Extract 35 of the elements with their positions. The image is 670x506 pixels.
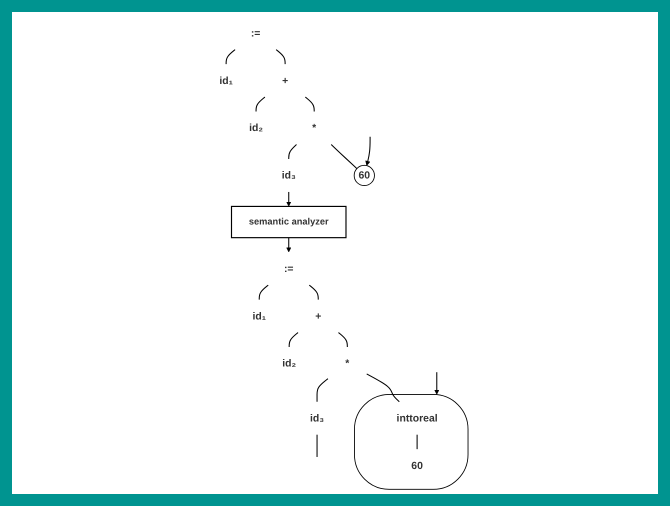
node-text: inttoreal [396,412,438,424]
node-text: id₂ [249,122,263,134]
node-text: id₂ [282,357,296,370]
node-text: 60 [411,460,423,472]
tree-line [338,332,348,348]
tree-line [330,144,358,169]
tree-line [308,284,319,300]
node-text: id₃ [310,412,324,424]
tree-line [416,434,418,450]
arrow [286,192,292,207]
tree-line [316,434,318,457]
arrow [365,136,371,166]
tree-line [276,49,286,64]
tree-line [258,284,269,300]
tree-line [305,96,315,112]
tree-line [226,49,236,64]
node-text: + [282,74,288,86]
node-text: id₁ [219,74,233,86]
tree-line [256,96,266,112]
node-text: + [315,310,322,322]
arrow [434,372,440,395]
tree-line [288,332,298,348]
node-circle: 60 [354,164,375,186]
tree-line [316,378,328,402]
node-text: := [284,262,294,274]
cluster [354,394,468,490]
tree-line [366,373,400,402]
node-text: id₁ [252,310,266,322]
node-box: semantic analyzer [230,206,347,238]
node-text: * [312,122,316,134]
node-text: := [250,27,260,39]
node-text: * [345,357,350,370]
node-text: id₃ [282,169,296,181]
tree-line [288,144,297,159]
arrow [286,238,292,252]
